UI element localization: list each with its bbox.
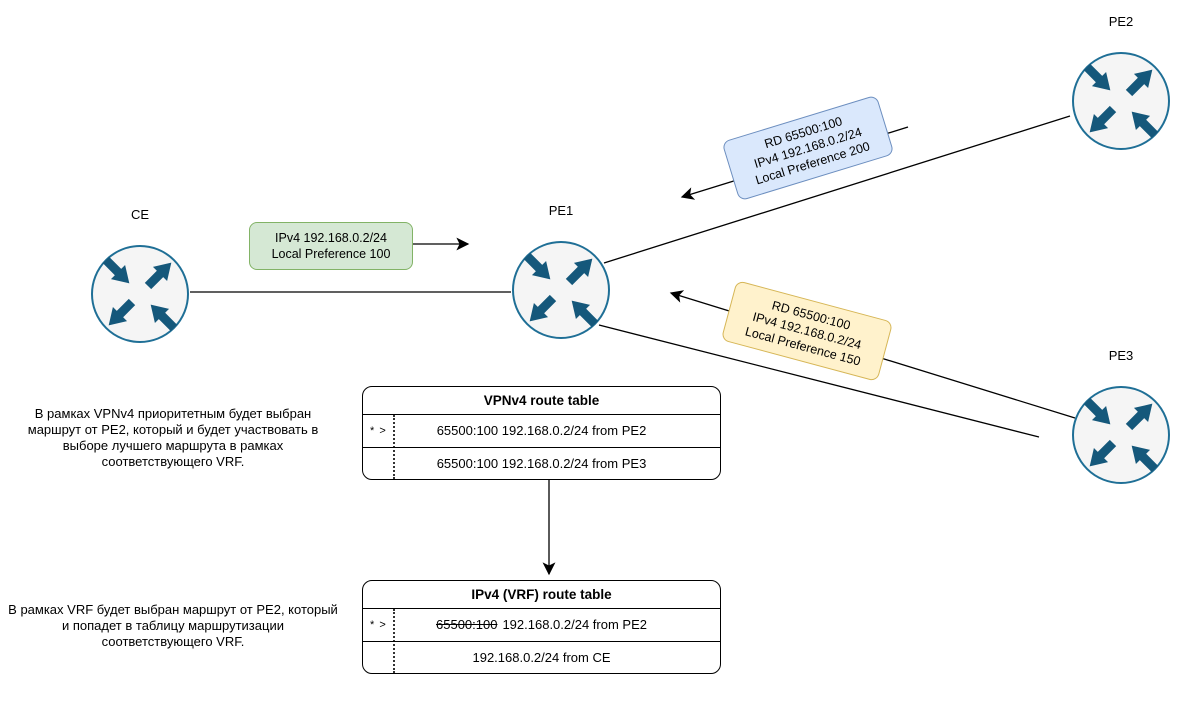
table-row: 65500:100 192.168.0.2/24 from PE3	[363, 448, 720, 480]
router-icon	[1072, 52, 1170, 150]
router-icon	[1072, 386, 1170, 484]
table-row: * > 65500:100 192.168.0.2/24 from PE2	[363, 415, 720, 448]
router-ce: CE	[90, 207, 190, 344]
router-label-pe1: PE1	[548, 203, 574, 218]
route-label-pe2-advert: RD 65500:100 IPv4 192.168.0.2/24 Local P…	[721, 94, 895, 202]
note-vrf-selection: В рамках VRF будет выбран маршрут от PE2…	[8, 602, 338, 649]
vpnv4-route-table: VPNv4 route table * > 65500:100 192.168.…	[362, 386, 721, 480]
table-title: IPv4 (VRF) route table	[363, 581, 720, 609]
route-label-ce-advert: IPv4 192.168.0.2/24 Local Preference 100	[249, 222, 413, 270]
table-title: VPNv4 route table	[363, 387, 720, 415]
router-pe3: PE3	[1071, 348, 1171, 485]
route-label-pe3-advert: RD 65500:100 IPv4 192.168.0.2/24 Local P…	[720, 280, 894, 382]
route-entry: 192.168.0.2/24 from CE	[472, 649, 611, 665]
router-pe2: PE2	[1071, 14, 1171, 151]
struck-rd-value: 65500:100	[436, 617, 498, 633]
note-vpnv4-selection: В рамках VPNv4 приоритетным будет выбран…	[27, 406, 319, 469]
route-label-line: IPv4 192.168.0.2/24	[275, 230, 387, 245]
route-entry: 65500:100 192.168.0.2/24 from PE3	[436, 455, 647, 471]
table-row: 192.168.0.2/24 from CE	[363, 642, 720, 674]
router-icon	[512, 241, 610, 339]
router-label-pe2: PE2	[1108, 14, 1134, 29]
route-entry: 65500:100 192.168.0.2/24 from PE2	[436, 423, 647, 439]
router-label-pe3: PE3	[1108, 348, 1134, 363]
router-label-ce: CE	[130, 207, 150, 222]
best-route-marker: * >	[370, 424, 387, 437]
router-pe1: PE1	[511, 203, 611, 340]
route-label-line: Local Preference 100	[271, 247, 391, 261]
route-entry-text: 192.168.0.2/24 from PE2	[502, 617, 647, 633]
best-route-marker: * >	[370, 618, 387, 631]
router-icon	[91, 245, 189, 343]
